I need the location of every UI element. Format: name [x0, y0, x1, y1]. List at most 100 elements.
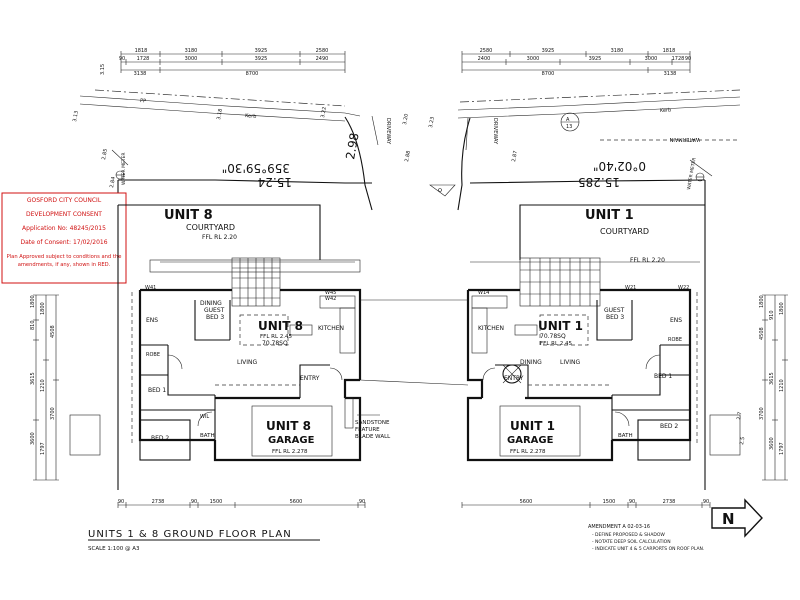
dim-text: 2738	[152, 499, 165, 505]
plan-scale: SCALE 1:100 @ A3	[88, 546, 140, 552]
unit-8-name: UNIT 8	[258, 319, 303, 333]
dim-text: 8700	[542, 71, 555, 77]
dim-text: 1797	[40, 442, 46, 455]
garage-unit-title: UNIT 1	[510, 419, 555, 433]
room-guest: GUEST	[204, 307, 225, 314]
window-tag: W41	[145, 285, 156, 291]
dim-text: 1210	[40, 379, 46, 392]
dim-text: 5600	[520, 499, 533, 505]
frontage-right: 15.285	[578, 175, 620, 189]
amendment-item: - DEFINE PROPOSED & SHADOW	[592, 532, 665, 538]
council-consent-stamp: GOSFORD CITY COUNCIL DEVELOPMENT CONSENT…	[1, 192, 127, 284]
width-mid: 2.98	[343, 132, 361, 161]
dim-text: 3700	[50, 407, 56, 420]
room-entry: ENTRY	[300, 375, 320, 382]
street-frontage: A 13 Kerb Kerb PP 3.15 3.18 3.22 3.20 3.…	[72, 64, 746, 445]
spot-level: 2.88	[404, 150, 412, 162]
dim-text: 1800	[759, 295, 765, 308]
side-dimensions-right: 1800 910 1800 4508 3615 1210 3700 3600 1…	[759, 294, 788, 481]
spot-level: 2.5	[739, 436, 746, 445]
unit-8-area: 70.78SQ	[262, 340, 288, 347]
room-living: LIVING	[560, 359, 580, 366]
dim-text: 4508	[759, 327, 765, 340]
courtyard-ffl: FFL RL 2.20	[630, 257, 665, 264]
garage-label: GARAGE	[268, 435, 315, 446]
courtyard-ffl: FFL RL 2.20	[202, 234, 237, 241]
unit-1-title: UNIT 1	[585, 208, 634, 223]
unit-1-name: UNIT 1	[538, 319, 583, 333]
north-arrow-icon: N	[711, 498, 763, 538]
dim-text: 8700	[246, 71, 259, 77]
marker-letter: A	[566, 117, 570, 123]
room-bed3: BED 3	[606, 314, 624, 321]
top-dimensions-left: 1818 3180 3925 2580 90 1728 3000 3925 24…	[119, 48, 346, 77]
dim-text: 1800	[40, 302, 46, 315]
consent-line: DEVELOPMENT CONSENT	[26, 211, 102, 218]
pp-label: PP	[140, 98, 146, 104]
spot-level: 2.85	[101, 148, 109, 160]
bearing-right: 0°02'40"	[593, 159, 646, 173]
room-ens: ENS	[670, 317, 682, 324]
room-bed2: BED 2	[660, 423, 678, 430]
water-meter-label: WATER METER	[686, 157, 698, 190]
consent-line: Application No: 48245/2015	[22, 225, 106, 232]
plan-title: UNITS 1 & 8 GROUND FLOOR PLAN	[88, 529, 292, 540]
room-guest: GUEST	[604, 307, 625, 314]
room-living: LIVING	[237, 359, 257, 366]
window-tag: W45	[325, 290, 336, 296]
dim-text: 3925	[542, 48, 555, 54]
driveway-label: DRIVEWAY	[385, 118, 391, 145]
north-label: N	[722, 510, 735, 528]
dim-text: 2400	[478, 56, 491, 62]
garage-ffl: FFL RL 2.278	[510, 449, 546, 455]
courtyard-label: COURTYARD	[600, 227, 649, 236]
dim-text: 1818	[663, 48, 676, 54]
dim-text: 3138	[134, 71, 147, 77]
dim-text: 3000	[645, 56, 658, 62]
amendment-item: - INDICATE UNIT 4 & 5 CARPORTS ON ROOF P…	[592, 546, 704, 552]
bottom-dimensions-left: 90 2738 90 1500 5600 90	[117, 499, 366, 508]
rl-label: 3.23	[428, 116, 436, 128]
room-robe: ROBE	[146, 352, 160, 358]
room-bed1: BED 1	[654, 373, 672, 380]
room-kitchen: KITCHEN	[318, 325, 344, 332]
bottom-dimensions-right: 5600 1500 90 2738 90	[461, 499, 711, 508]
consent-line: GOSFORD CITY COUNCIL	[27, 197, 102, 204]
spot-level: 2.87	[511, 150, 519, 162]
rl-label: 3.22	[320, 106, 328, 118]
dim-text: 2580	[316, 48, 329, 54]
unit-8-plan: UNIT 8 COURTYARD FFL RL 2.20 UNIT 8 FFL …	[69, 204, 391, 490]
rl-label: 3.13	[72, 110, 80, 122]
room-bed3: BED 3	[206, 314, 224, 321]
window-tag: W42	[325, 296, 336, 302]
room-bed1: BED 1	[148, 387, 166, 394]
room-dining: DINING	[200, 300, 222, 307]
dim-text: 2580	[480, 48, 493, 54]
dim-text: 3615	[769, 372, 775, 385]
dim-text: 3615	[30, 372, 36, 385]
dim-text: 1800	[30, 295, 36, 308]
driveway-label: DRIVEWAY	[492, 118, 498, 145]
room-dining: DINING	[520, 359, 542, 366]
dim-text: 3700	[759, 407, 765, 420]
room-wil: WIL	[200, 414, 209, 420]
rl-label: 3.18	[216, 108, 224, 120]
dim-text: 2738	[663, 499, 676, 505]
dim-text: 5600	[290, 499, 303, 505]
amendment-title: AMENDMENT A 02-03-16	[588, 524, 650, 530]
consent-line: amendments, if any, shown in RED.	[18, 262, 111, 268]
dim-text: 1728	[137, 56, 150, 62]
dim-text: 910	[769, 310, 775, 320]
dim-text: 4508	[50, 325, 56, 338]
unit-1-plan: UNIT 1 COURTYARD FFL RL 2.20 UNIT 1 70.7…	[359, 204, 741, 490]
rl-label: 3.20	[402, 113, 410, 125]
garage-unit-title: UNIT 8	[266, 419, 311, 433]
room-ens: ENS	[146, 317, 158, 324]
dim-text: 90	[685, 56, 691, 62]
spot-level: 2.84	[109, 176, 117, 188]
dim-text: 3138	[664, 71, 677, 77]
dim-text: 1500	[210, 499, 223, 505]
dim-text: 1818	[135, 48, 148, 54]
courtyard-label: COURTYARD	[186, 223, 235, 232]
